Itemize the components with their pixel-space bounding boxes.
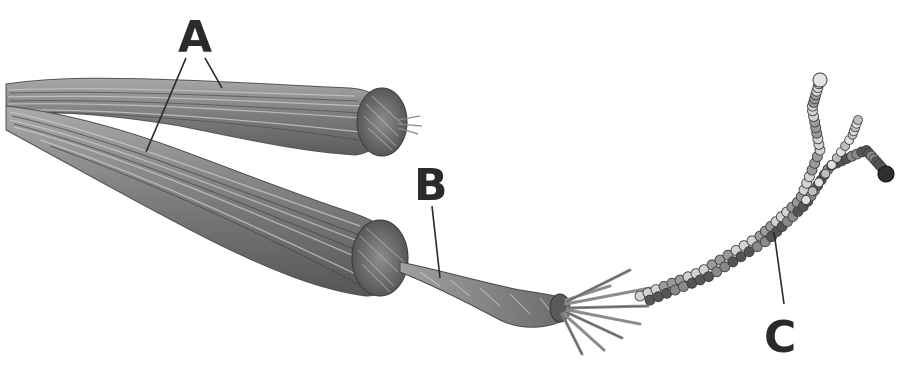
- label-b: B: [414, 160, 448, 211]
- label-a: A: [178, 12, 212, 63]
- leader-line-c: [774, 232, 784, 304]
- chain-end-bead: [878, 166, 894, 182]
- label-c: C: [764, 312, 796, 363]
- protein-chain: [635, 73, 894, 305]
- chain-bead: [814, 178, 823, 187]
- chain-bead: [854, 116, 863, 125]
- myofibril: [400, 262, 650, 354]
- chain-bead: [802, 196, 811, 205]
- chain-bead: [821, 169, 830, 178]
- chain-end-bead: [813, 73, 827, 87]
- chain-bead: [808, 187, 817, 196]
- leader-line-b: [432, 206, 440, 278]
